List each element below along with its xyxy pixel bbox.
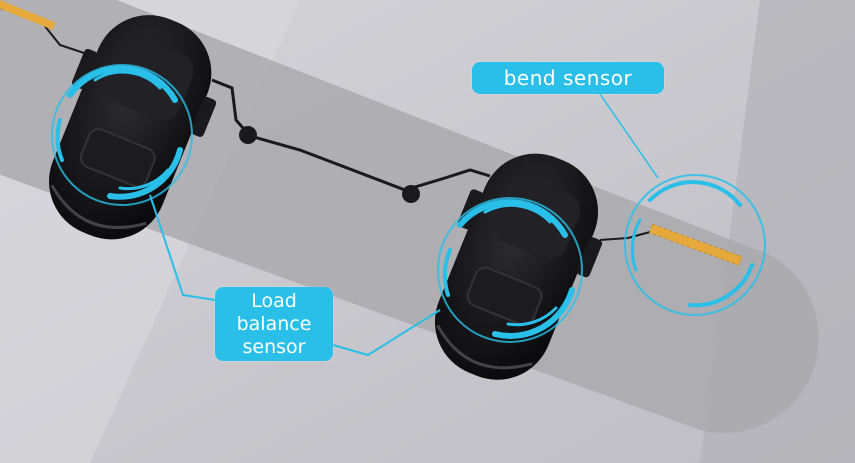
- load-balance-sensor-label: Load balance sensor: [215, 287, 333, 361]
- load-sensor-ring-icon: [437, 197, 583, 343]
- bend-sensor-strip-icon: [648, 223, 743, 266]
- cable-connector: [402, 185, 420, 203]
- load-leader-line-rear: [149, 194, 216, 301]
- bend-leader-line: [599, 93, 659, 179]
- bend-sensor-ring: [624, 174, 766, 316]
- sensor-cable: [211, 78, 491, 192]
- bend-sensor-cable: [599, 231, 651, 241]
- load-sensor-ring-icon: [51, 64, 193, 206]
- corner-bend-strip: [0, 0, 56, 30]
- load-label-line-1: Load: [251, 290, 297, 312]
- cable-connector: [239, 126, 257, 144]
- bend-sensor-label: bend sensor: [472, 62, 664, 94]
- load-label-line-2: balance: [236, 313, 312, 335]
- load-label-line-3: sensor: [242, 336, 306, 358]
- load-leader-line-front: [332, 309, 441, 357]
